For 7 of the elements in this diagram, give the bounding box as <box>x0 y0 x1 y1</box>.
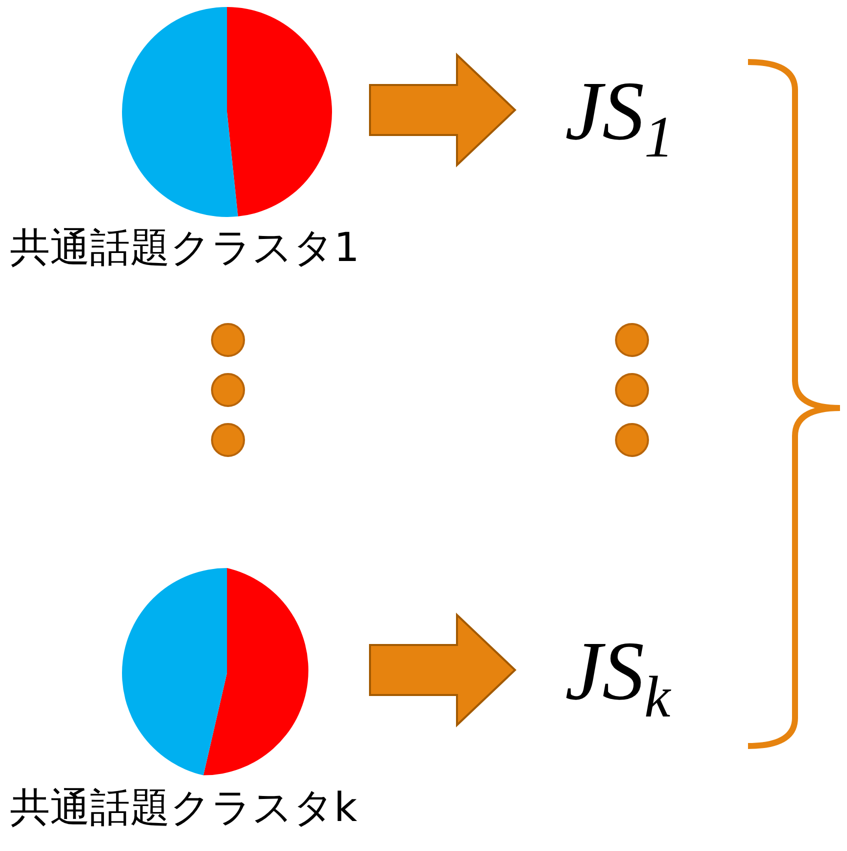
node-label: 共通話題クラスタk <box>10 788 358 828</box>
pie-chart <box>122 7 332 217</box>
block-arrow <box>369 52 516 168</box>
node-label: 共通話題クラスタ1 <box>10 228 360 268</box>
formula-label: JS$_{k}$ <box>565 630 670 728</box>
block-arrow <box>369 612 516 728</box>
formula-label: JS$_{1}$ <box>565 70 674 168</box>
